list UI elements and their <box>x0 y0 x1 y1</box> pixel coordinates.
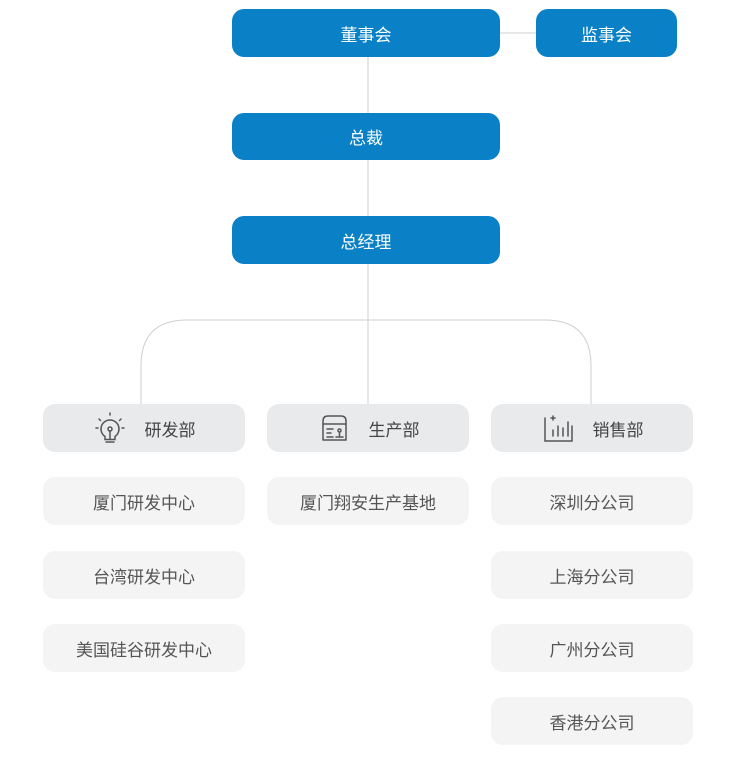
unit-label: 香港分公司 <box>549 713 635 734</box>
dept-sales: 销售部 <box>491 404 693 452</box>
dept-rnd: 研发部 <box>43 404 245 452</box>
dept-production: 生产部 <box>267 404 469 452</box>
unit-label: 深圳分公司 <box>549 493 635 514</box>
unit-label: 广州分公司 <box>549 640 635 661</box>
chart-growth-icon <box>541 411 575 445</box>
gm-node: 总经理 <box>232 216 500 264</box>
president-node: 总裁 <box>232 113 500 160</box>
dept-sales-label: 销售部 <box>592 420 644 441</box>
board-label: 董事会 <box>340 25 392 46</box>
unit-box: 香港分公司 <box>491 697 693 745</box>
board-node: 董事会 <box>232 9 500 57</box>
production-icon <box>317 411 351 445</box>
supervisors-label: 监事会 <box>581 25 632 46</box>
unit-box: 台湾研发中心 <box>43 551 245 599</box>
dept-rnd-label: 研发部 <box>144 420 196 441</box>
unit-box: 广州分公司 <box>491 624 693 672</box>
unit-box: 厦门翔安生产基地 <box>267 477 469 525</box>
unit-label: 厦门翔安生产基地 <box>300 493 436 514</box>
unit-label: 台湾研发中心 <box>93 567 195 588</box>
unit-label: 美国硅谷研发中心 <box>76 640 212 661</box>
unit-label: 厦门研发中心 <box>93 493 195 514</box>
dept-production-label: 生产部 <box>368 420 420 441</box>
unit-box: 厦门研发中心 <box>43 477 245 525</box>
president-label: 总裁 <box>349 129 383 149</box>
unit-box: 深圳分公司 <box>491 477 693 525</box>
unit-box: 美国硅谷研发中心 <box>43 624 245 672</box>
unit-label: 上海分公司 <box>549 567 635 588</box>
unit-box: 上海分公司 <box>491 551 693 599</box>
supervisors-node: 监事会 <box>536 9 677 57</box>
gm-label: 总经理 <box>340 232 392 253</box>
lightbulb-icon <box>93 411 127 445</box>
